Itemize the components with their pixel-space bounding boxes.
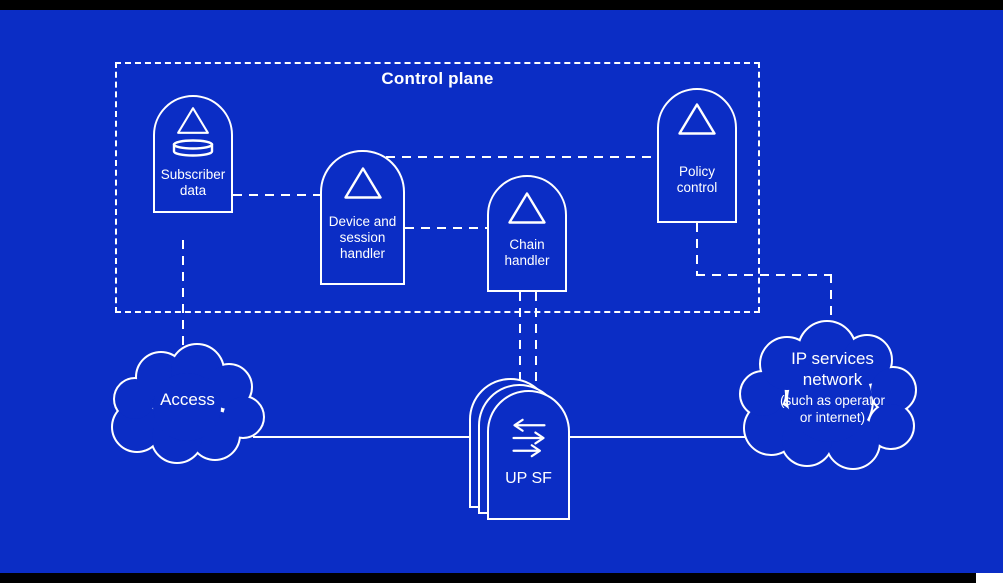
triangle-icon	[678, 103, 716, 135]
upsf-node: UP SF	[487, 390, 570, 520]
link-controlplane-access	[182, 240, 184, 350]
ip-services-cloud-label: IP services network (such as operator or…	[735, 318, 930, 458]
link-chain-upsf-2	[535, 292, 537, 387]
link-policy-ip	[830, 274, 832, 334]
link-device-policy	[386, 156, 657, 158]
triangle-icon	[508, 192, 546, 224]
upsf-label: UP SF	[505, 470, 552, 487]
policy-control-label: Policy control	[676, 164, 718, 195]
access-cloud-label: Access	[160, 390, 215, 409]
triangle-icon	[177, 107, 209, 134]
subscriber-data-node: Subscriber data	[153, 95, 233, 213]
top-black-bar	[0, 0, 1003, 10]
subscriber-data-label: Subscriber data	[160, 167, 226, 198]
device-session-handler-label: Device and session handler	[328, 214, 397, 261]
traffic-arrows-icon	[511, 418, 546, 458]
chain-handler-label: Chain handler	[504, 237, 550, 268]
policy-control-node: Policy control	[657, 88, 737, 223]
ip-services-subtitle: (such as operator or internet)	[779, 393, 886, 425]
control-plane-boundary: Control plane	[115, 62, 760, 313]
bottom-black-bar	[0, 573, 976, 583]
link-policy-down	[696, 223, 698, 276]
control-plane-title: Control plane	[381, 69, 494, 88]
link-chain-upsf-1	[519, 292, 521, 387]
triangle-icon	[343, 167, 382, 199]
bottom-right-white-strip	[976, 573, 1003, 583]
link-device-chain	[405, 227, 487, 229]
ip-services-title: IP services network	[791, 349, 874, 389]
link-subscriber-device	[233, 194, 320, 196]
chain-handler-node: Chain handler	[487, 175, 567, 292]
device-session-handler-node: Device and session handler	[320, 150, 405, 285]
database-icon	[172, 139, 214, 157]
link-policy-across	[696, 274, 832, 276]
